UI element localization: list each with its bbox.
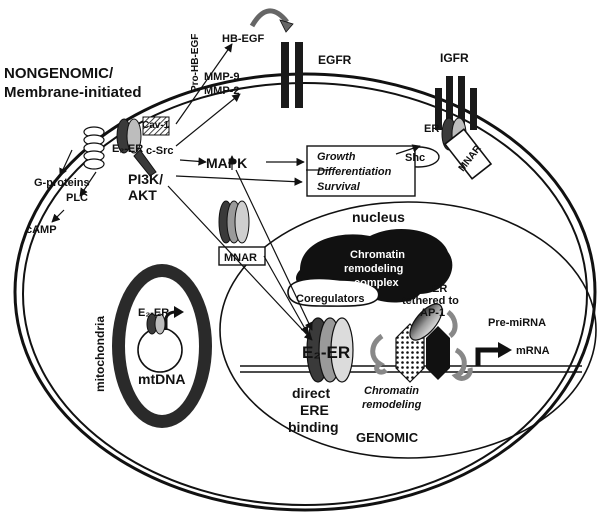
label-mmp9: MMP-9 [204,71,239,83]
label-e2er-nuclear: E₂-ER [302,343,350,362]
label-chromatin-remodeling-1: Chromatin [364,385,419,397]
label-plc: PLC [66,192,88,204]
label-ere: ERE [300,402,329,418]
label-igfr: IGFR [440,51,469,65]
ap1-black-factor [426,326,450,380]
label-nongenomic-1: NONGENOMIC/ [4,65,114,82]
label-e2er-mito: E₂-ER [138,307,169,319]
mito-transcription-arrowhead [174,306,184,318]
coregulators-blob [287,277,380,307]
label-mnar-cytoplasm: MNAR [224,252,257,264]
label-binding: binding [288,419,339,435]
igfr-receptor [435,76,477,130]
label-e2er-membrane: E₂-ER [112,143,143,155]
label-chromatin-remodeling-2: remodeling [362,399,422,411]
label-er-tethered-3: AP-1 [420,307,445,319]
label-gproteins: G-proteins [34,177,90,189]
remodeling-arrow-top [446,310,458,338]
label-shc: Shc [405,152,425,164]
label-mrna: mRNA [516,345,550,357]
label-mapk: MAPK [206,155,247,171]
remodeling-arrow-right [451,347,473,381]
mnar-membrane-box [443,128,493,180]
label-pi3k-2: AKT [128,187,157,203]
label-er-membrane: ER [424,123,439,135]
egfr-receptor [281,42,303,108]
label-mtdna: mtDNA [138,371,185,387]
label-nongenomic-2: Membrane-initiated [4,84,142,101]
nuclear-er-light [330,317,354,383]
label-er-tethered-2: tethered to [402,295,459,307]
mrna-transcription-arrowhead [498,342,512,358]
label-egfr: EGFR [318,53,352,67]
pathway-arrows [51,43,421,341]
label-mitochondria: mitochondria [93,316,107,392]
label-genomic: GENOMIC [356,430,419,445]
nucleus-envelope [219,201,597,459]
label-camp: cAMP [26,224,57,236]
label-er-tethered-1: ER [432,283,447,295]
cav1-block [142,116,170,136]
label-nucleus: nucleus [352,209,405,225]
mtdna-circle [137,327,183,373]
hb-egf-curved-arrowhead [279,19,294,33]
label-growth: Growth [317,151,356,163]
label-chromatin-complex-1: Chromatin [350,249,405,261]
label-mmp2: MMP-2 [204,85,239,97]
hb-egf-curved-arrow [249,8,289,28]
g-protein-coils [83,126,105,170]
tethered-er [409,303,443,341]
label-chromatin-complex-3: complex [354,277,400,289]
label-pre-mirna: Pre-miRNA [488,317,546,329]
membrane-er-light [126,118,142,154]
label-survival: Survival [317,181,361,193]
label-pro-hb-egf: Pro-HB-EGF [190,34,201,92]
cell-membrane-outer [13,72,597,512]
label-csrc: c-Src [146,145,174,157]
membrane-er-arm [133,149,157,177]
label-direct: direct [292,385,330,401]
label-differentiation: Differentiation [317,166,392,178]
mrna-transcription-arrow [475,347,500,366]
cell-membrane-inner [22,82,588,506]
cytoplasm-er-light [234,200,250,244]
response-box [306,145,416,197]
label-hb-egf: HB-EGF [222,33,264,45]
remodeling-arrow-left [370,333,388,375]
label-coregulators: Coregulators [296,293,364,305]
label-chromatin-complex-2: remodeling [344,263,403,275]
label-cav1: Cav-1 [142,120,170,131]
label-pi3k-1: PI3K/ [128,171,163,187]
